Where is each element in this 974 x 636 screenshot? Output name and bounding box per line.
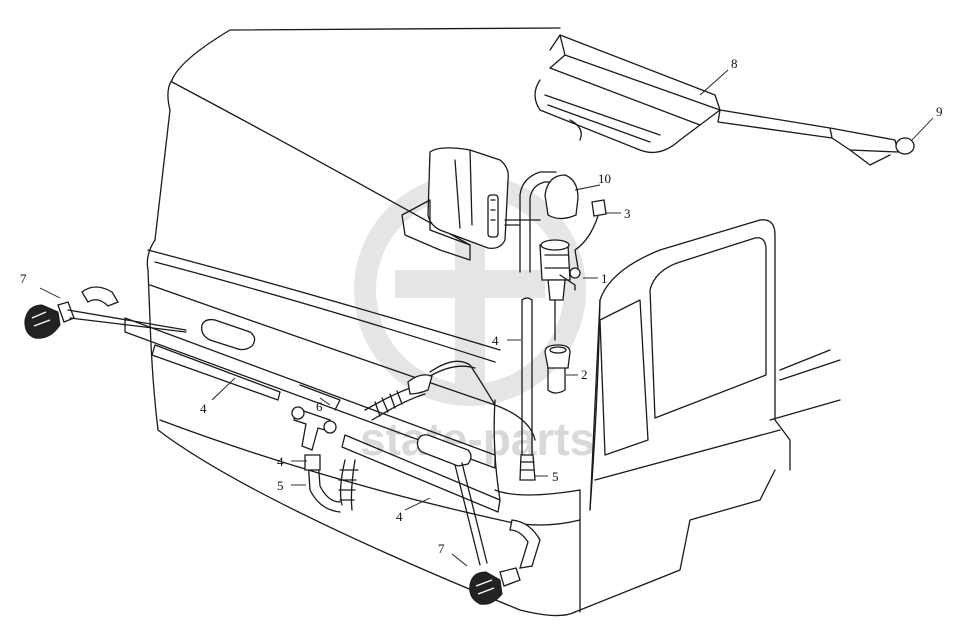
label-4-bottom: 4 [396,509,403,524]
lower-hose [454,462,541,569]
label-4-left: 4 [200,401,207,416]
front-grille-bars [124,317,501,513]
part-labels: 1 2 3 4 4 4 4 5 5 6 7 7 8 9 10 [20,56,943,556]
label-5-left: 5 [277,478,284,493]
washer-nozzle-bottom [469,567,521,605]
cab-body [146,27,841,617]
grommet [544,344,571,394]
wiper-arm-assembly [534,34,915,166]
reservoir-cap [504,171,579,273]
label-8: 8 [731,56,738,71]
washer-nozzle-left [24,286,187,339]
label-2: 2 [581,367,588,382]
label-6: 6 [316,399,323,414]
watermark-text: state-parts [360,413,595,465]
label-7-left: 7 [20,271,27,286]
label-5-right: 5 [552,469,559,484]
t-piece [291,384,341,451]
corrugated-hose-lower [304,454,359,513]
label-4-upper: 4 [492,333,499,348]
wiper-blade-end [895,137,915,155]
leader-lines [39,69,934,567]
label-1: 1 [601,271,608,286]
label-4-lower-left: 4 [277,454,284,469]
label-9: 9 [936,104,943,119]
label-7-bottom: 7 [438,541,445,556]
vertical-hose [519,297,536,481]
washer-reservoir [401,147,509,261]
washer-pump [539,199,607,341]
corrugated-hose-upper [364,365,476,421]
connector-3 [591,199,607,217]
label-10: 10 [598,171,611,186]
label-3: 3 [624,206,631,221]
